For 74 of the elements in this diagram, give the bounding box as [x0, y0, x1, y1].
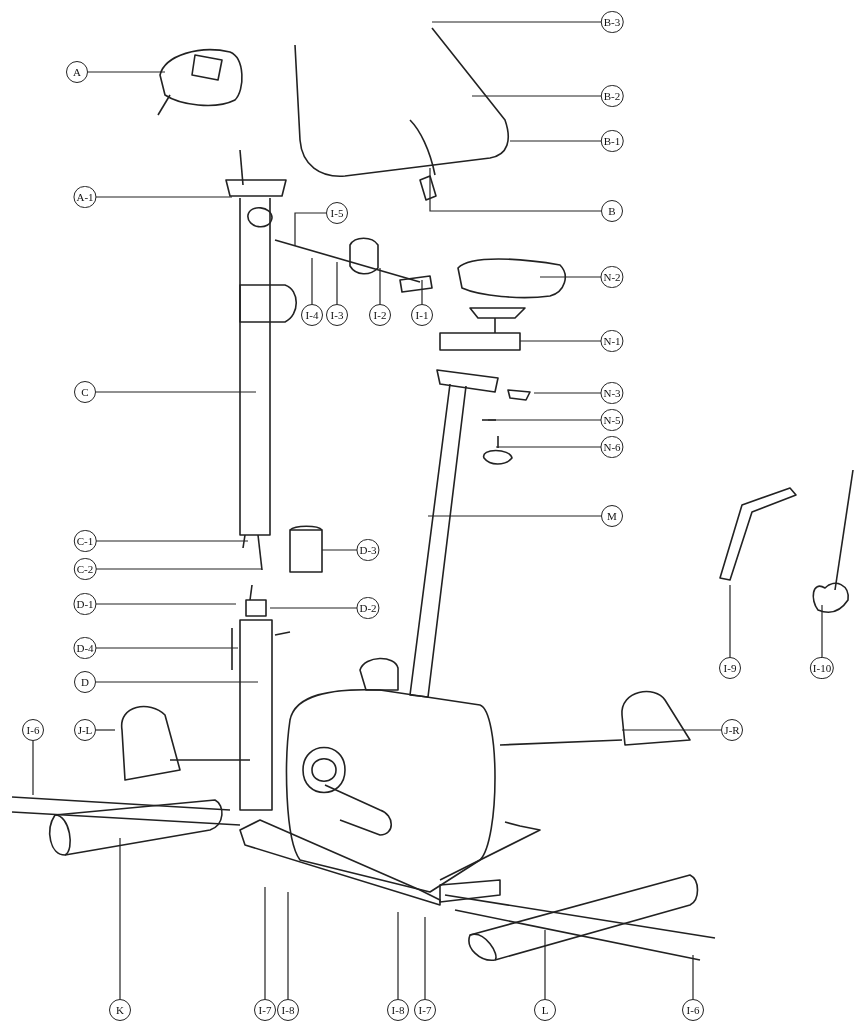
- leader-line: [431, 21, 602, 23]
- leader-line: [487, 419, 602, 421]
- leader-line: [287, 891, 289, 1000]
- leader-line: [95, 647, 239, 649]
- callout-number: C-1: [73, 530, 97, 552]
- callout-number: I-6: [682, 999, 704, 1021]
- leader-line: [471, 95, 602, 97]
- leader-line: [311, 257, 313, 305]
- leader-line: [336, 261, 338, 305]
- leader-line: [95, 196, 233, 198]
- callout-number: A: [66, 61, 88, 83]
- callout-number: C: [74, 381, 96, 403]
- leader-line: [533, 392, 602, 394]
- leader-line: [379, 267, 381, 305]
- leader-line: [509, 140, 602, 142]
- callout-number: C-2: [73, 558, 97, 580]
- callout-number: D-3: [356, 539, 380, 561]
- callout-number: N-6: [600, 436, 624, 458]
- leader-line: [95, 729, 116, 731]
- callout-number: B-2: [600, 85, 624, 107]
- callout-number: N-5: [600, 409, 624, 431]
- leader-line: [429, 167, 602, 212]
- leader-line: [321, 549, 358, 551]
- leader-line: [729, 584, 731, 658]
- leader-line: [539, 276, 602, 278]
- leader-line: [692, 954, 694, 1000]
- leader-line: [427, 515, 602, 517]
- callout-number: N-3: [600, 382, 624, 404]
- leader-line: [119, 837, 121, 1000]
- callout-number: D: [74, 671, 96, 693]
- leader-line: [95, 681, 259, 683]
- callout-number: I-6: [22, 719, 44, 741]
- callout-number: D-1: [73, 593, 97, 615]
- callout-number: J-R: [721, 719, 743, 741]
- leader-line: [397, 911, 399, 1000]
- leader-line: [264, 886, 266, 1000]
- callout-number: I-1: [411, 304, 433, 326]
- callout-number: I-7: [414, 999, 436, 1021]
- leader-line: [87, 71, 166, 73]
- callout-number: I-10: [809, 657, 835, 679]
- callout-number: A-1: [73, 186, 97, 208]
- leader-line: [95, 568, 263, 570]
- callout-number: N-1: [600, 330, 624, 352]
- leader-line: [95, 540, 249, 542]
- callout-number: J-L: [74, 719, 96, 741]
- leader-line: [294, 212, 327, 247]
- leader-line: [95, 391, 257, 393]
- leader-line: [95, 603, 237, 605]
- callout-number: I-4: [301, 304, 323, 326]
- callout-number: I-3: [326, 304, 348, 326]
- leader-line: [421, 279, 423, 305]
- leader-line: [544, 929, 546, 1000]
- callout-number: I-8: [387, 999, 409, 1021]
- callout-number: B-1: [600, 130, 624, 152]
- callout-number: I-2: [369, 304, 391, 326]
- callout-number: K: [109, 999, 131, 1021]
- leader-line: [269, 607, 358, 609]
- callout-number: B-3: [600, 11, 624, 33]
- callout-number: L: [534, 999, 556, 1021]
- callout-number: I-8: [277, 999, 299, 1021]
- callout-number: I-7: [254, 999, 276, 1021]
- callout-number: B: [601, 200, 623, 222]
- callout-number: D-2: [356, 597, 380, 619]
- leader-line: [519, 340, 602, 342]
- leader-line: [821, 604, 823, 658]
- leader-line: [424, 916, 426, 1000]
- callout-number: I-5: [326, 202, 348, 224]
- callout-number: M: [601, 505, 623, 527]
- leader-line: [621, 729, 722, 731]
- callout-number: D-4: [73, 637, 97, 659]
- callout-number: N-2: [600, 266, 624, 288]
- leader-line: [495, 446, 602, 448]
- callout-number: I-9: [719, 657, 741, 679]
- leader-line: [32, 740, 34, 796]
